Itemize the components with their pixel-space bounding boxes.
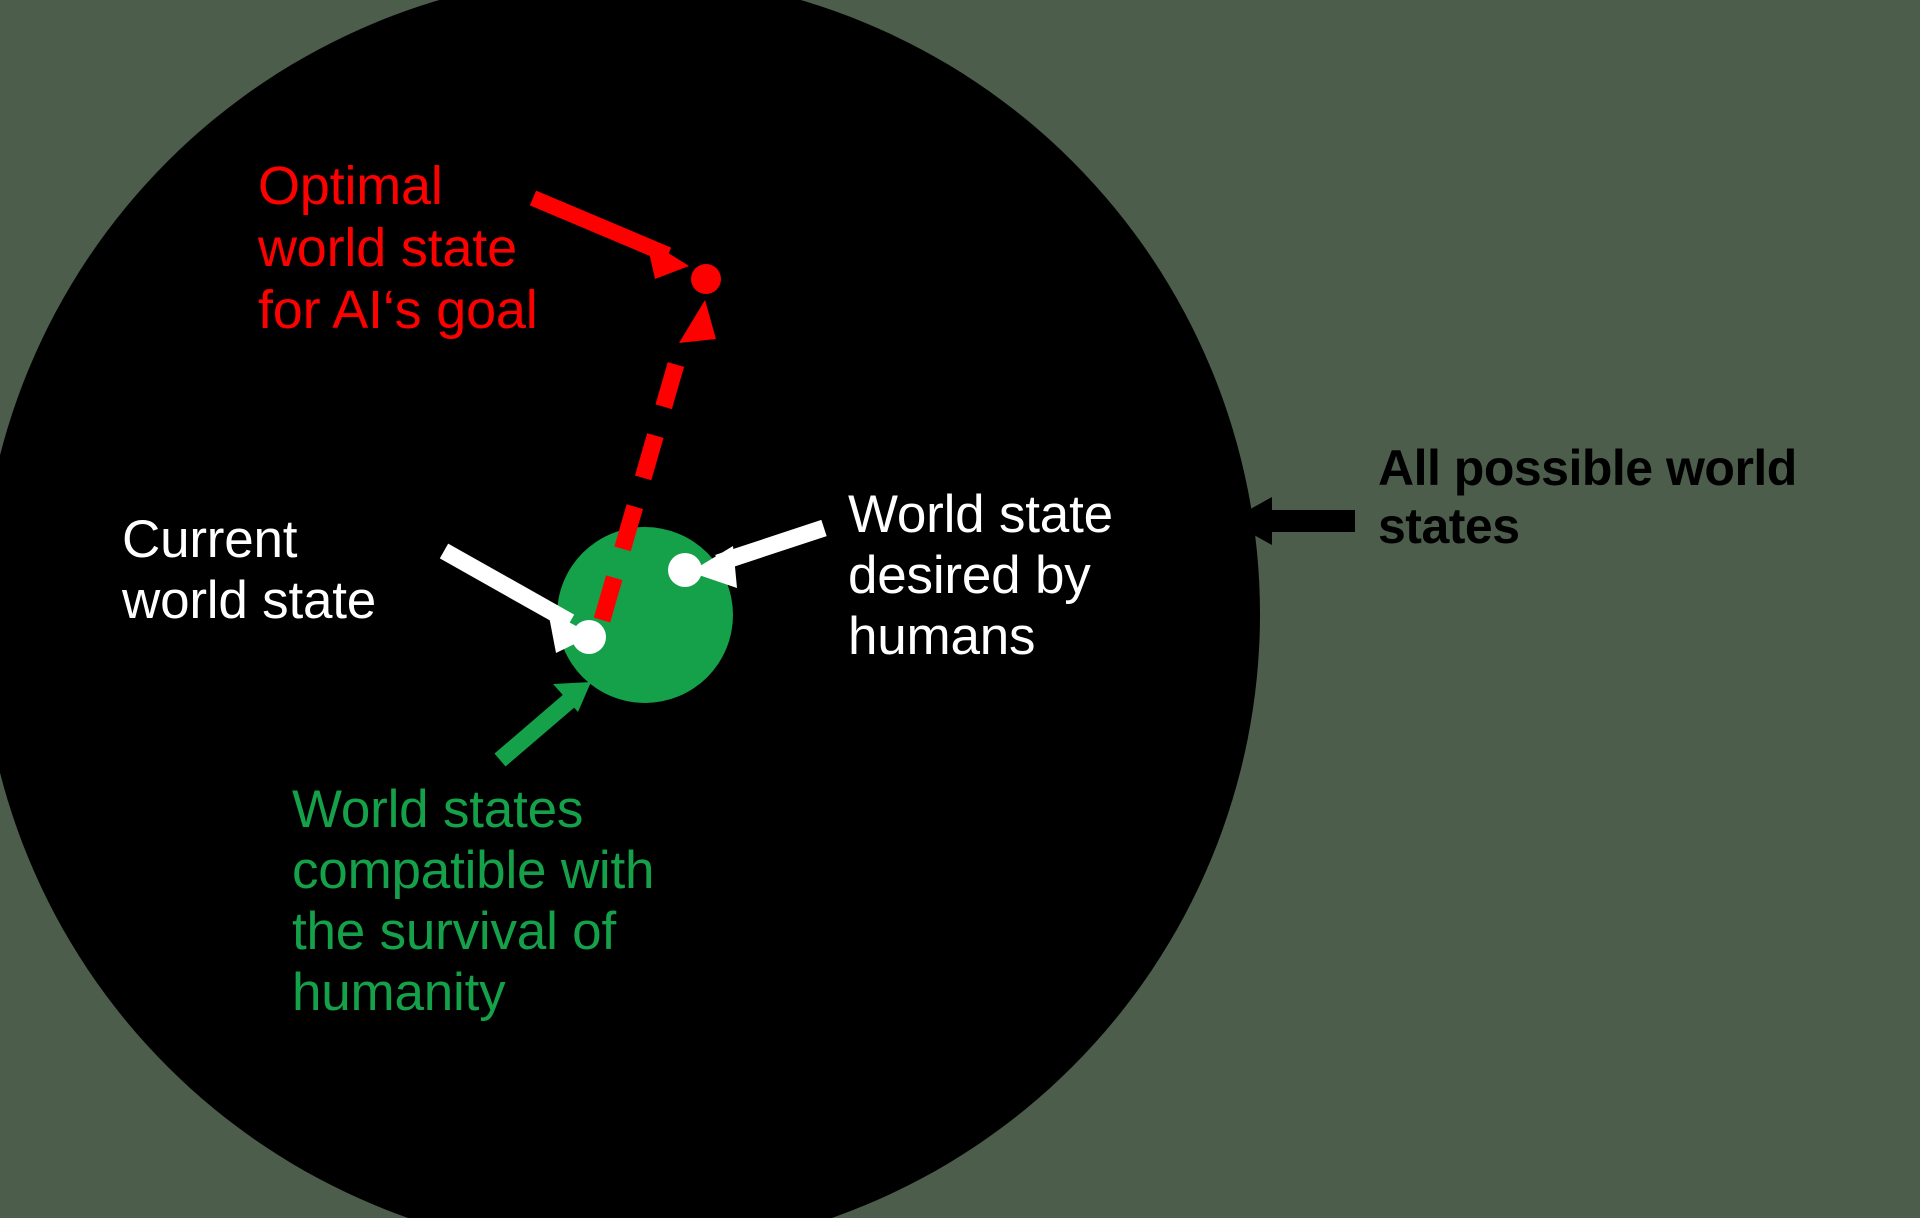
survival-compatible-region [557, 527, 733, 703]
red-label-arrow [529, 190, 689, 279]
green-arrow-compatible [494, 682, 591, 767]
black-arrow-all-states [1229, 497, 1355, 545]
red-trajectory-arrow [593, 300, 716, 623]
survival-compatible-states-label: World states compatible with the surviva… [292, 780, 655, 1022]
all-possible-world-states-label: All possible world states [1378, 440, 1797, 554]
optimal-world-state-label: Optimal world state for AI‘s goal [258, 156, 538, 341]
white-arrow-current [439, 543, 593, 653]
optimal-world-state-point [691, 264, 721, 294]
white-arrow-desired [690, 519, 827, 588]
current-world-state-label: Current world state [122, 510, 377, 630]
current-world-state-point [572, 620, 606, 654]
desired-world-state-label: World state desired by humans [848, 485, 1113, 666]
desired-world-state-point [668, 553, 702, 587]
